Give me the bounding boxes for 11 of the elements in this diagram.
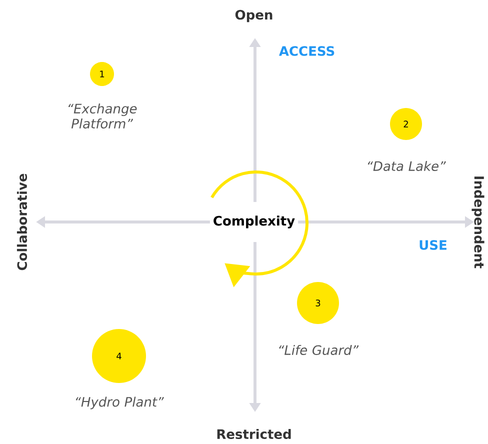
axis-label: Independent [472,176,484,268]
center-label: Complexity [210,212,298,232]
item-label: “Hydro Plant” [76,396,164,410]
item-label: “Life Guard” [279,344,359,356]
item-label: “Exchange Platform” [68,103,137,129]
axis-label: Open [235,10,272,22]
axis-label: Restricted [217,428,291,440]
axis-label: ACCESS [278,46,334,56]
item-label: “Data Lake” [368,160,446,172]
axis-label: Collaborative [16,174,28,270]
axis-label: USE [420,240,446,250]
